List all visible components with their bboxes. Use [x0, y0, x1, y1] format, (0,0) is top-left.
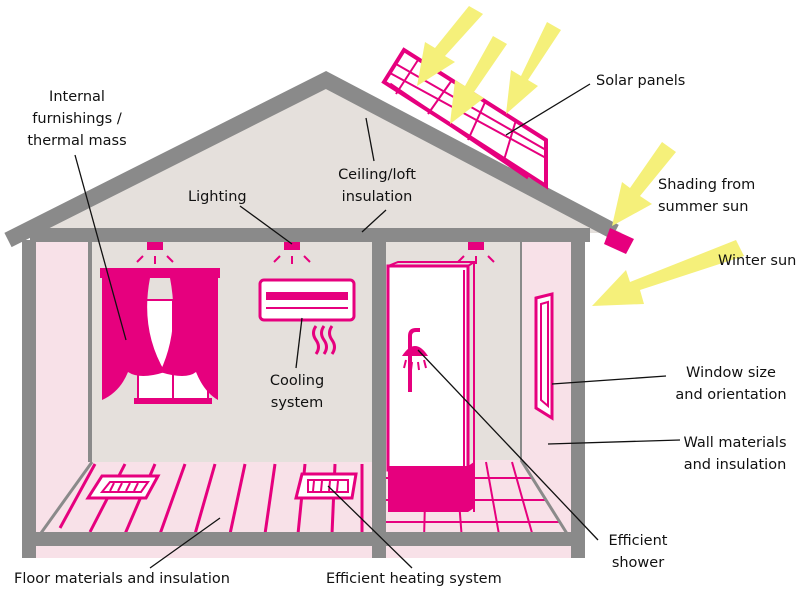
left-wall: [22, 240, 36, 558]
sun-ray-winter: [592, 240, 744, 306]
shower-tray: [388, 466, 468, 512]
sun-ray-1: [417, 6, 483, 86]
leader-wall: [547, 439, 681, 445]
label-solar-panels-text: Solar panels: [596, 73, 686, 89]
attic-space: [30, 82, 622, 233]
sun-ray-3: [506, 22, 561, 114]
label-floor-text: Floor materials and insulation: [14, 571, 230, 587]
leader-cooling: [295, 317, 303, 369]
sun-ray-shading: [612, 142, 676, 226]
ceiling-light-left: [136, 242, 174, 264]
leader-shower: [417, 349, 599, 541]
leader-ceiling: [365, 117, 375, 162]
label-window-line2: and orientation: [675, 387, 787, 403]
floor-beam: [22, 532, 585, 546]
label-solar-panels: Solar panels: [596, 70, 685, 92]
left-wall-inner: [36, 242, 90, 540]
label-shower-line1: Efficient: [608, 533, 668, 549]
label-shading: Shading from summer sun: [658, 174, 755, 218]
label-winter-sun: Winter sun: [718, 250, 796, 272]
roof: [4, 71, 619, 248]
label-furnishings-line1: Internal: [49, 89, 105, 105]
leader-floor: [149, 517, 221, 569]
window: [534, 292, 554, 421]
sun-rays: [417, 6, 744, 306]
label-shading-line1: Shading from: [658, 177, 756, 193]
label-heating: Efficient heating system: [326, 568, 502, 590]
label-ceiling-line2: insulation: [341, 189, 413, 205]
label-ceiling-line1: Ceiling/loft: [338, 167, 416, 183]
label-cooling: Cooling system: [252, 370, 342, 414]
leader-ceiling-2: [361, 209, 387, 233]
leader-lighting: [239, 205, 293, 245]
ceiling-beam: [30, 228, 590, 242]
leader-furnishings: [74, 154, 127, 341]
label-furnishings-line3: thermal mass: [27, 133, 127, 149]
shower: [386, 261, 475, 512]
label-furnishings: Internal furnishings / thermal mass: [12, 86, 142, 152]
floor-vent-heating: [294, 472, 358, 500]
label-cooling-line2: system: [270, 395, 324, 411]
label-heating-text: Efficient heating system: [326, 571, 502, 587]
sun-ray-2: [450, 36, 507, 124]
label-wall-line1: Wall materials: [683, 435, 787, 451]
center-partition: [372, 240, 386, 558]
label-window: Window size and orientation: [664, 362, 798, 406]
label-wall: Wall materials and insulation: [672, 432, 798, 476]
ceiling-light-middle: [273, 242, 311, 264]
leader-lines: [74, 83, 681, 569]
label-lighting-text: Lighting: [188, 189, 247, 205]
shading-overhang: [604, 228, 634, 254]
leader-window: [551, 375, 667, 385]
shower-pipe: [408, 328, 420, 392]
label-cooling-line1: Cooling: [269, 373, 325, 389]
floor-vent-left: [85, 474, 161, 500]
label-lighting: Lighting: [188, 186, 247, 208]
label-floor: Floor materials and insulation: [14, 568, 230, 590]
leader-heating: [327, 485, 413, 569]
air-conditioner: [258, 278, 356, 355]
leader-solar: [505, 83, 591, 136]
label-furnishings-line2: furnishings /: [32, 111, 122, 127]
label-wall-line2: and insulation: [683, 457, 787, 473]
label-shading-line2: summer sun: [658, 199, 749, 215]
right-wall: [571, 240, 585, 558]
label-shower-line2: shower: [611, 555, 665, 571]
label-shower: Efficient shower: [590, 530, 686, 574]
label-window-line1: Window size: [686, 365, 776, 381]
label-ceiling: Ceiling/loft insulation: [318, 164, 436, 208]
label-winter-sun-text: Winter sun: [718, 253, 797, 269]
ceiling-light-right: [457, 242, 495, 264]
